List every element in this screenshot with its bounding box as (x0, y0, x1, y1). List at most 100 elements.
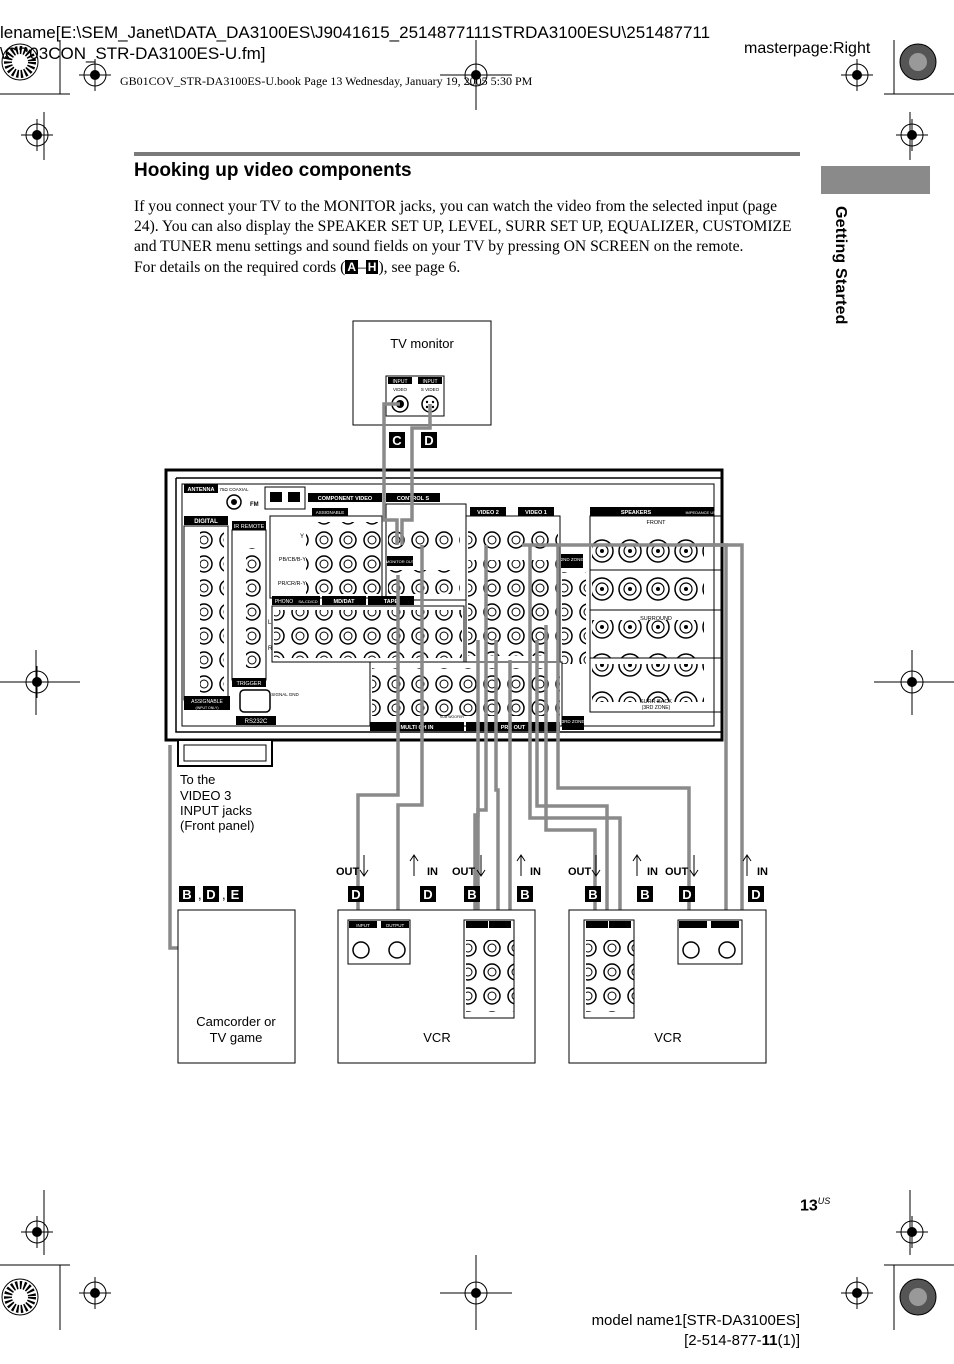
tv-svideo-sub: S VIDEO (421, 387, 440, 392)
phono-label: PHONO (275, 599, 293, 605)
svg-text:D: D (751, 887, 760, 902)
channel-r-label: R (268, 646, 273, 652)
subwoofer-label: SUB WOOFER (440, 715, 464, 719)
svg-text:D: D (206, 887, 215, 902)
pre-out-label: PRE OUT (501, 725, 526, 731)
front-panel-note-1: To the (180, 772, 215, 787)
model-info: model name1[STR-DA3100ES] [2-514-877-11(… (584, 1311, 800, 1351)
coaxial-label: 75Ω COAXIAL (219, 487, 249, 492)
fm-label: FM (250, 502, 259, 508)
svg-text:D: D (351, 887, 360, 902)
cord-badge-a: A (345, 259, 358, 274)
rs232c-port (239, 689, 271, 713)
antenna-label: ANTENNA (188, 487, 215, 493)
channel-l-label: L (268, 620, 272, 626)
signal-gnd-label: SIGNAL GND (271, 692, 299, 697)
pb-label: PB/CB/B-Y (279, 557, 307, 563)
tv-badge-c (389, 432, 405, 448)
tv-monitor-label: TV monitor (390, 336, 454, 351)
svg-text:B: B (182, 887, 191, 902)
svg-text:E: E (231, 887, 240, 902)
section-tab-bar (821, 166, 930, 194)
camcorder-badge-d (203, 886, 219, 902)
svg-text:C: C (392, 433, 402, 448)
front-panel-note-2: VIDEO 3 (180, 788, 231, 803)
camcorder-label-1: Camcorder or (196, 1014, 276, 1029)
vcr2-svideo-out-jack (718, 941, 736, 959)
y-label: Y (300, 534, 304, 540)
tv-input-video-label: INPUT (393, 379, 408, 385)
svg-text:D: D (423, 887, 432, 902)
starburst-marks (1, 43, 937, 1316)
component-video-label: COMPONENT VIDEO (318, 496, 373, 502)
camcorder-box (177, 909, 296, 1064)
input-only-label: (INPUT ONLY) (195, 706, 218, 710)
book-info-line: GB01COV_STR-DA3100ES-U.book Page 13 Wedn… (120, 74, 533, 88)
assignable-label: ASSIGNABLE (316, 510, 345, 515)
vcr2-badges: B B D D (585, 886, 764, 902)
zone3b-label: 3RD ZONE (562, 719, 585, 724)
pr-label: PR/CR/R-Y (278, 581, 306, 587)
cables (168, 402, 744, 950)
paragraph-1: If you connect your TV to the MONITOR ja… (134, 198, 792, 256)
digital-label: DIGITAL (194, 519, 218, 525)
svg-text:IN: IN (530, 866, 541, 878)
ir-remote-label: IR REMOTE (234, 524, 265, 530)
vcr1-label: VCR (423, 1030, 450, 1045)
camcorder-label-2: TV game (210, 1030, 263, 1045)
speakers-label: SPEAKERS (621, 510, 652, 516)
front-label: FRONT (647, 520, 667, 526)
svg-text:OUT: OUT (665, 866, 689, 878)
zone2-label: 2ND ZONE (561, 557, 584, 562)
zone3-label: (3RD ZONE) (642, 705, 671, 711)
fm-antenna-jack (226, 494, 242, 510)
tv-input-svideo-label: INPUT (423, 379, 438, 385)
svg-text:INPUT: INPUT (356, 923, 370, 928)
svg-text:OUTPUT: OUTPUT (386, 923, 405, 928)
filename-line-2: \GB03CON_STR-DA3100ES-U.fm] (0, 44, 266, 63)
svg-text:OUT: OUT (452, 866, 476, 878)
vcr2-svideo-in-jack (682, 941, 700, 959)
svg-text:OUT: OUT (336, 866, 360, 878)
svg-text:,: , (222, 887, 226, 902)
vcr2-label: VCR (654, 1030, 681, 1045)
masterpage-label: masterpage:Right (744, 40, 871, 57)
surround-label: SURROUND (640, 616, 672, 622)
tape-label: TAPE (384, 599, 399, 605)
video1-label: VIDEO 1 (525, 510, 547, 516)
impedance-label: IMPEDANCE USE (685, 510, 718, 515)
front-panel-note-4: (Front panel) (180, 818, 254, 833)
svg-text:B: B (588, 887, 597, 902)
vcr1-badges: D D B B (348, 886, 533, 902)
vcr2-signal-labels: OUT IN OUT IN (568, 854, 768, 878)
tv-video-sub: VIDEO (393, 387, 408, 392)
camcorder-badge-e (227, 886, 243, 902)
page-number: 13US (800, 1196, 831, 1215)
svg-text:B: B (467, 887, 476, 902)
assignable-input-label: ASSIGNABLE (191, 699, 223, 705)
receiver-rear-panel: ANTENNA 75Ω COAXIAL FM DIGITAL ASSIGNABL… (164, 468, 724, 767)
svg-text:OUT: OUT (568, 866, 592, 878)
multi-ch-in-label: MULTI CH IN (401, 725, 434, 731)
cord-badge-h: H (365, 259, 379, 274)
svg-text:B: B (640, 887, 649, 902)
filename-header: lename[E:\SEM_Janet\DATA_DA3100ES\J90416… (0, 22, 710, 64)
svg-text:IN: IN (647, 866, 658, 878)
front-panel-note-3: INPUT jacks (180, 803, 252, 818)
monitor-out-label: MONITOR OUT (386, 559, 415, 564)
model-line-2: [2-514-877-11(1)] (684, 1332, 800, 1349)
md-dat-label: MD/DAT (334, 599, 356, 605)
svg-text:,: , (198, 887, 202, 902)
vcr1-signal-labels: OUT IN OUT IN (336, 854, 541, 878)
svg-text:D: D (424, 433, 433, 448)
vcr1-svideo-out-jack (388, 941, 406, 959)
rs232c-label: RS232C (245, 719, 268, 725)
svg-text:B: B (520, 887, 529, 902)
svg-text:IN: IN (757, 866, 768, 878)
section-title: Hooking up video components (134, 160, 412, 181)
filename-line-1: lename[E:\SEM_Janet\DATA_DA3100ES\J90416… (0, 23, 711, 42)
model-line-1: model name1[STR-DA3100ES] (591, 1312, 800, 1329)
vcr1-svideo-in-jack (352, 941, 370, 959)
svg-text:IN: IN (427, 866, 438, 878)
